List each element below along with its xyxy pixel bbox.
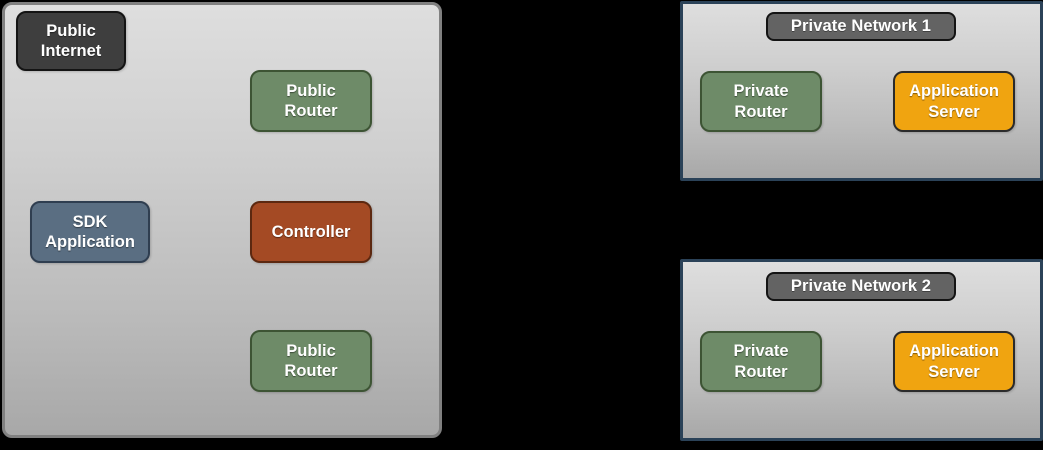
node-controller[interactable]: Controller xyxy=(250,201,372,263)
node-public-internet[interactable]: Public Internet xyxy=(16,11,126,71)
zone-title-private-network-2: Private Network 2 xyxy=(766,272,956,301)
node-private-router-1[interactable]: Private Router xyxy=(700,71,822,132)
zone-title-private-network-1: Private Network 1 xyxy=(766,12,956,41)
node-public-router-top[interactable]: Public Router xyxy=(250,70,372,132)
node-public-router-bottom[interactable]: Public Router xyxy=(250,330,372,392)
node-application-server-2[interactable]: Application Server xyxy=(893,331,1015,392)
node-application-server-1[interactable]: Application Server xyxy=(893,71,1015,132)
node-private-router-2[interactable]: Private Router xyxy=(700,331,822,392)
node-sdk-application[interactable]: SDK Application xyxy=(30,201,150,263)
